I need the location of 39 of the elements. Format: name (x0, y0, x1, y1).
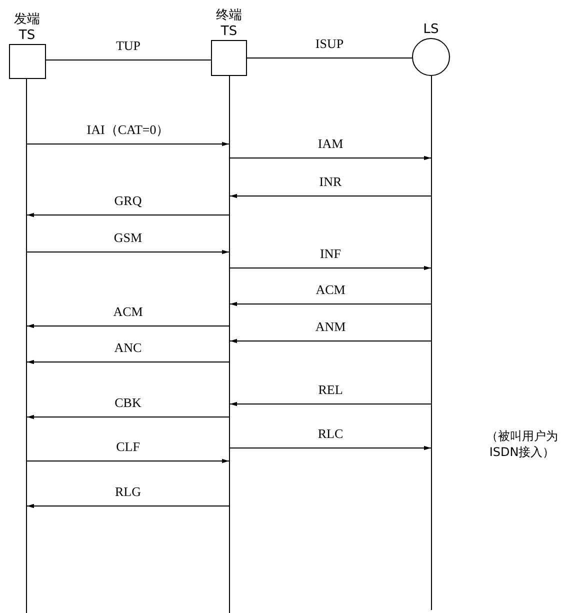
edge-label: INR (318, 174, 343, 190)
edge-label: CLF (115, 439, 141, 455)
message-arrow (230, 402, 432, 406)
edge-label: RLC (316, 426, 344, 442)
message-arrow (230, 266, 432, 270)
lifeline (431, 76, 432, 610)
message-arrow (230, 446, 432, 450)
note-text: （被叫用户为ISDN接入） (485, 428, 559, 460)
lifeline (229, 76, 230, 613)
node-label: LS (422, 22, 440, 38)
node-label: 发端 TS (13, 12, 41, 44)
lifeline (26, 79, 27, 613)
edge-label: RLG (114, 484, 142, 500)
edge-label: ISUP (314, 36, 345, 52)
message-arrow (26, 360, 230, 364)
message-arrow (26, 324, 230, 328)
edge-label: CBK (114, 395, 142, 411)
edge-label: TUP (114, 38, 142, 54)
edge-label: ANC (113, 340, 143, 356)
message-arrow (26, 414, 230, 420)
edge-label: ACM (314, 282, 346, 298)
message-arrow (230, 156, 432, 160)
edge-label: REL (317, 382, 344, 398)
message-arrow (230, 338, 432, 344)
message-arrow (26, 504, 230, 508)
message-arrow (230, 194, 432, 198)
message-arrow (26, 142, 230, 146)
message-arrow (26, 458, 230, 464)
edge-label: GRQ (113, 193, 143, 209)
edge-label: INF (319, 246, 342, 262)
edge-label: GSM (112, 230, 144, 246)
message-arrow (26, 212, 230, 218)
message-arrow (230, 302, 432, 306)
edge-label: ANM (314, 319, 347, 335)
message-arrow (26, 250, 230, 254)
edge-label: ACM (112, 304, 144, 320)
edge-label: IAM (316, 136, 344, 152)
edge-label: IAI（CAT=0） (86, 122, 170, 138)
node-label: 终端 TS (215, 8, 243, 40)
